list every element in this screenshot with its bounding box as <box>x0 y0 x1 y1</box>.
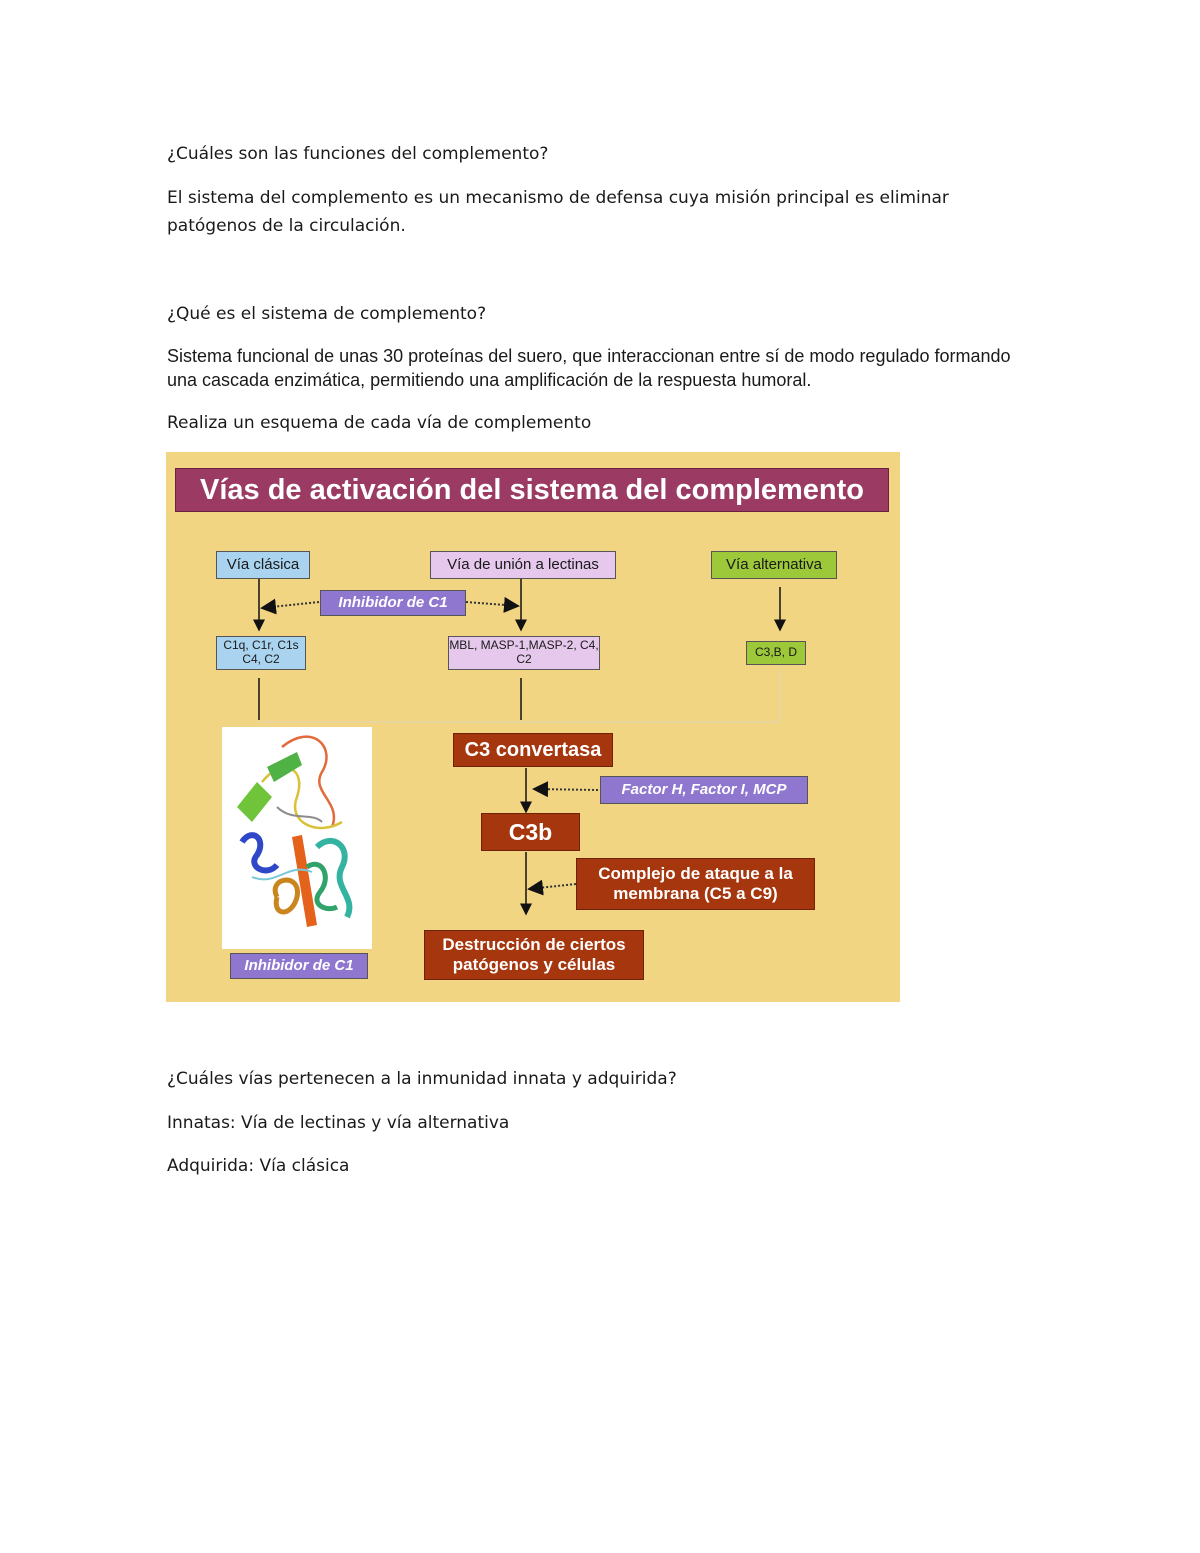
alternative-pathway-box: Vía alternativa <box>711 551 837 579</box>
answer-acquired: Adquirida: Vía clásica <box>167 1156 350 1176</box>
question-immunity: ¿Cuáles vías pertenecen a la inmunidad i… <box>167 1069 677 1089</box>
membrane-attack-complex-box: Complejo de ataque a la membrana (C5 a C… <box>576 858 815 910</box>
lectin-components-box: MBL, MASP-1,MASP-2, C4, C2 <box>448 636 600 670</box>
question-definition: ¿Qué es el sistema de complemento? <box>167 304 487 324</box>
inhibitor-c1-caption: Inhibidor de C1 <box>230 953 368 979</box>
question-scheme: Realiza un esquema de cada vía de comple… <box>167 413 592 433</box>
answer-functions: El sistema del complemento es un mecanis… <box>167 188 949 236</box>
c3b-box: C3b <box>481 813 580 851</box>
classical-components-box: C1q, C1r, C1s C4, C2 <box>216 636 306 670</box>
diagram-title: Vías de activación del sistema del compl… <box>175 468 889 512</box>
answer-innate: Innatas: Vía de lectinas y vía alternati… <box>167 1113 510 1133</box>
inhibitor-c1-box: Inhibidor de C1 <box>320 590 466 616</box>
protein-ribbon-icon <box>237 735 353 927</box>
lectin-pathway-box: Vía de unión a lectinas <box>430 551 616 579</box>
question-functions: ¿Cuáles son las funciones del complement… <box>167 144 549 164</box>
classical-pathway-box: Vía clásica <box>216 551 310 579</box>
regulators-box: Factor H, Factor I, MCP <box>600 776 808 804</box>
complement-pathways-diagram: Vías de activación del sistema del compl… <box>166 452 900 1002</box>
alternative-components-box: C3,B, D <box>746 641 806 665</box>
protein-structure-image <box>222 727 372 949</box>
diagram-connectors <box>253 579 786 916</box>
answer-definition: Sistema funcional de unas 30 proteínas d… <box>167 346 1011 390</box>
c3-convertase-box: C3 convertasa <box>453 733 613 767</box>
destruction-box: Destrucción de ciertos patógenos y célul… <box>424 930 644 980</box>
